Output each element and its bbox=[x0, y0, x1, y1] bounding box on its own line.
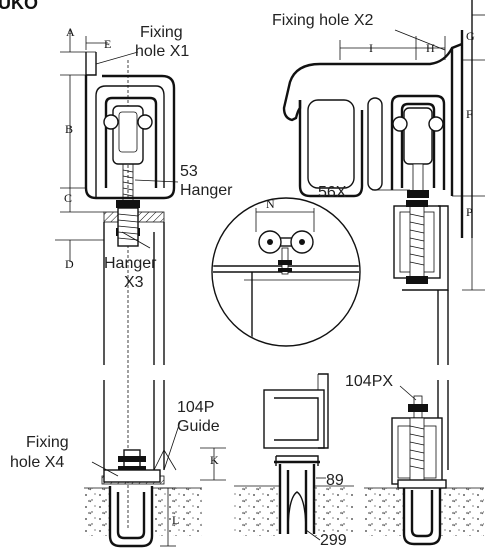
dim-i: I bbox=[369, 41, 373, 55]
dim-b: B bbox=[65, 122, 73, 136]
dim-n: N bbox=[266, 197, 275, 211]
label-hanger-x3-line2: X3 bbox=[124, 274, 144, 291]
label-fixing-hole-x4-line1: Fixing bbox=[26, 434, 69, 451]
label-104p-guide-line2: Guide bbox=[177, 418, 220, 435]
label-fixing-hole-x2: Fixing hole X2 bbox=[272, 12, 373, 29]
dim-g: G bbox=[466, 29, 475, 43]
dim-l: L bbox=[172, 513, 179, 527]
dim-p: P bbox=[466, 205, 473, 219]
label-104px: 104PX bbox=[345, 373, 393, 390]
label-fixing-hole-x1-line2: hole X1 bbox=[135, 43, 189, 60]
dim-k: K bbox=[210, 453, 219, 467]
label-299: 299 bbox=[320, 532, 347, 549]
bottom-left-guide bbox=[84, 421, 226, 548]
dim-d: D bbox=[65, 257, 74, 271]
header-text: UKO bbox=[0, 0, 38, 13]
label-hanger-x3-line1: Hanger bbox=[104, 255, 157, 272]
label-104p-guide-line1: 104P bbox=[177, 399, 214, 416]
dim-c: C bbox=[64, 191, 72, 205]
label-56x: 56X bbox=[318, 184, 347, 201]
detail-circle bbox=[211, 197, 361, 347]
bottom-center-guide bbox=[234, 373, 354, 541]
left-elevation bbox=[55, 30, 179, 530]
label-fixing-hole-x1-line1: Fixing bbox=[140, 24, 183, 41]
dim-f: F bbox=[466, 107, 473, 121]
right-elevation bbox=[282, 0, 485, 485]
label-fixing-hole-x4-line2: hole X4 bbox=[10, 454, 64, 471]
dim-e: E bbox=[104, 37, 111, 51]
label-89: 89 bbox=[326, 472, 344, 489]
bottom-right-guide bbox=[364, 479, 484, 546]
dim-h: H bbox=[426, 41, 435, 55]
dim-a: A bbox=[66, 25, 75, 39]
label-hanger-53-text: Hanger bbox=[180, 182, 233, 199]
label-hanger-53-number: 53 bbox=[180, 163, 198, 180]
